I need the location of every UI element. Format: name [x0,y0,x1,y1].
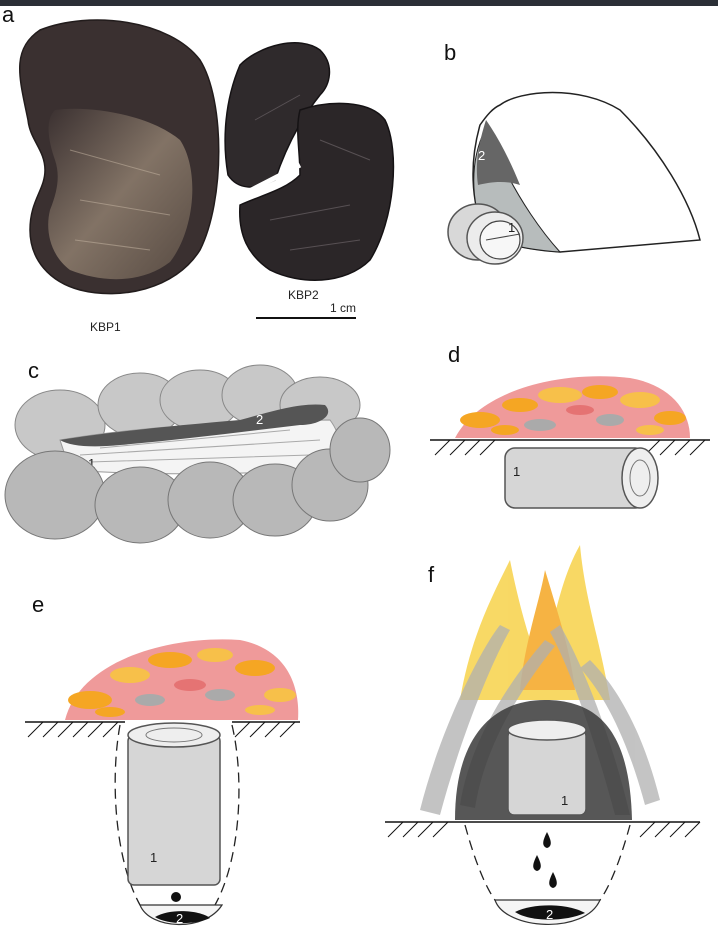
marker-c-1: 1 [88,456,95,471]
bark-roll [447,203,524,265]
specimen-kbp1 [19,19,220,295]
ground-hatch-e [27,721,296,738]
marker-f-1: 1 [561,793,568,808]
resin-pool-e [155,911,210,924]
panel-a: a KBP1 KBP2 1 cm [2,2,395,334]
bark-roll-f [507,719,587,816]
specimen-kbp1-label: KBP1 [90,320,121,334]
resin-strip [60,404,329,447]
panel-f-label: f [428,562,435,587]
panel-b-label: b [444,40,456,65]
panel-f: f 1 2 [385,545,701,925]
ember-pile-e [65,639,299,720]
top-bar [0,0,718,6]
panel-d-label: d [448,342,460,367]
panel-c: c 2 1 [4,358,391,544]
panel-d: d 1 [430,342,710,509]
marker-b-1: 1 [508,220,515,235]
marker-f-2: 2 [546,907,553,922]
ground-hatch-d [434,439,706,456]
resin-pool-f [515,905,585,920]
resin-drops-f [533,832,557,888]
panel-e: e 1 [25,592,300,926]
marker-e-2: 2 [176,911,183,926]
marker-e-1: 1 [150,850,157,865]
panel-a-label: a [2,2,15,27]
resin-drop-e [171,892,181,902]
specimen-kbp2 [224,42,395,281]
specimen-kbp2-label: KBP2 [288,288,319,302]
marker-d-1: 1 [513,464,520,479]
marker-c-2: 2 [256,412,263,427]
panel-b: b 2 1 [444,40,701,265]
bark-roll-d [504,447,659,509]
stone-ring-front [4,417,391,544]
panel-e-label: e [32,592,44,617]
ground-hatch-f [387,821,701,838]
scale-bar-label: 1 cm [330,301,356,315]
panel-c-label: c [28,358,39,383]
region-2 [476,120,520,185]
bark-roll-e [127,722,221,886]
ember-pile-d [455,376,690,438]
pit-outline-e [114,724,240,906]
pit-outline-f [464,824,631,911]
marker-b-2: 2 [478,148,485,163]
